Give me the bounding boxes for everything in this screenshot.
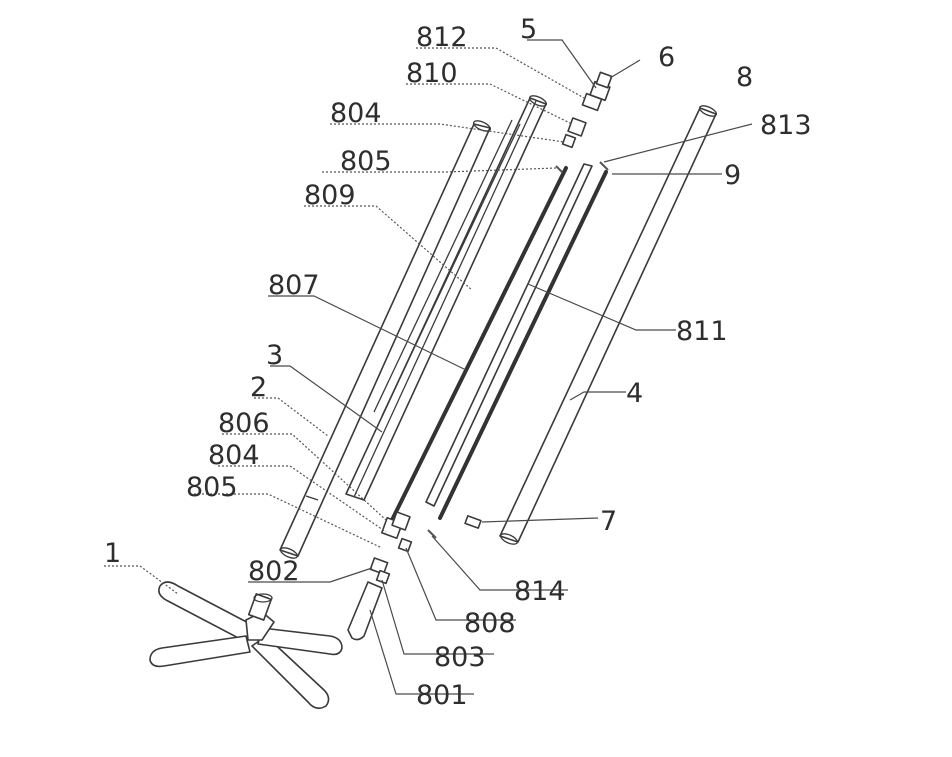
callout-804-top: 804	[330, 98, 382, 129]
callout-9: 9	[724, 160, 741, 191]
part-813-pin	[599, 161, 609, 171]
callout-805-top: 805	[340, 146, 392, 177]
part-814-pin	[427, 529, 437, 539]
callout-803: 803	[434, 642, 486, 673]
callout-802: 802	[248, 556, 300, 587]
callout-8: 8	[736, 62, 753, 93]
callout-809: 809	[304, 180, 356, 211]
part-9-rod	[438, 170, 608, 520]
callout-804-bottom: 804	[208, 440, 260, 471]
part-807-rod	[390, 166, 568, 522]
callout-3: 3	[266, 340, 283, 371]
callout-6: 6	[658, 42, 675, 73]
part-805-top	[555, 165, 563, 173]
part-810-fitting	[567, 117, 587, 137]
part-4-tube	[499, 105, 718, 545]
callout-1: 1	[104, 538, 121, 569]
part-7-pin	[464, 515, 482, 529]
callout-2: 2	[250, 372, 267, 403]
part-806-fitting	[380, 511, 411, 540]
callout-labels: 812 5 6 8 810 804 813 805 9 809 807 811 …	[104, 14, 812, 711]
part-804-top	[561, 133, 577, 149]
callout-4: 4	[626, 378, 643, 409]
part-6-cap	[595, 71, 613, 89]
callout-810: 810	[406, 58, 458, 89]
callout-814: 814	[514, 576, 566, 607]
callout-808: 808	[464, 608, 516, 639]
callout-805-bottom: 805	[186, 472, 238, 503]
part-2-tube	[279, 120, 492, 559]
part-1-base	[149, 581, 343, 710]
callout-801: 801	[416, 680, 468, 711]
part-803-fitting	[375, 569, 391, 585]
callout-812: 812	[416, 22, 468, 53]
part-802-fitting	[369, 557, 389, 575]
part-801-handle	[347, 581, 383, 641]
part-811-tube	[425, 163, 593, 507]
leader-lines	[104, 39, 753, 695]
callout-811: 811	[676, 316, 728, 347]
callout-7: 7	[600, 506, 617, 537]
callout-5: 5	[520, 14, 537, 45]
part-808-fitting	[397, 537, 413, 553]
part-3-tube	[345, 95, 548, 501]
callout-813: 813	[760, 110, 812, 141]
callout-806: 806	[218, 408, 270, 439]
callout-807: 807	[268, 270, 320, 301]
